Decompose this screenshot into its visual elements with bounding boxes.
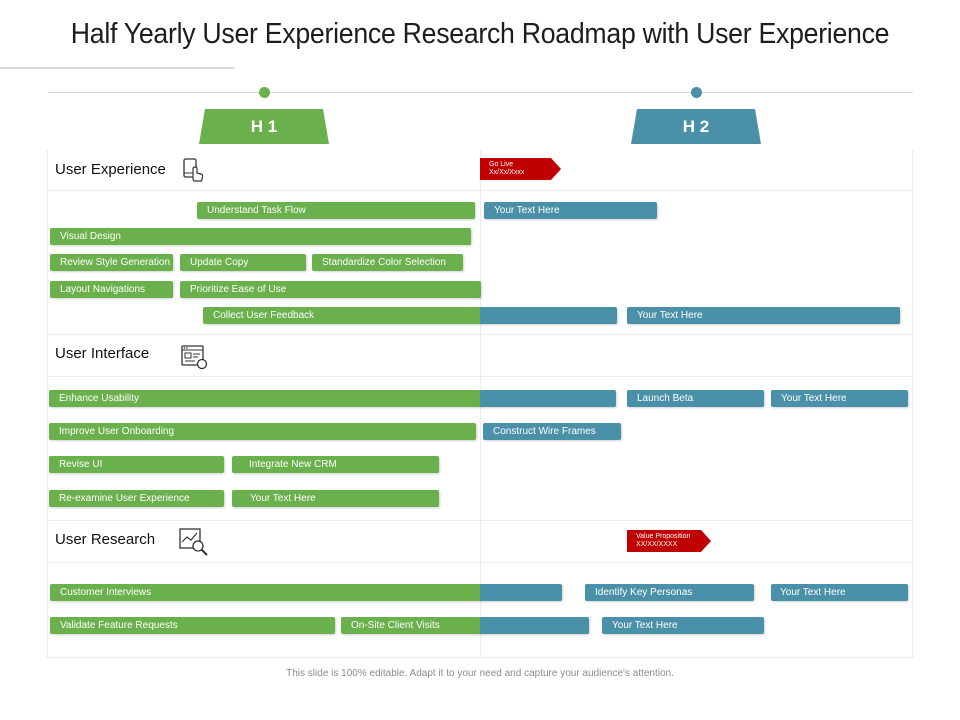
page-title: Half Yearly User Experience Research Roa…	[70, 18, 890, 50]
task-bar-extension	[480, 584, 562, 601]
footer-note: This slide is 100% editable. Adapt it to…	[286, 668, 674, 679]
task-bar: Revise UI	[49, 456, 224, 473]
grid-row-line	[47, 562, 913, 563]
task-bar: Your Text Here	[484, 202, 657, 219]
section-title-user-interface: User Interface	[55, 345, 150, 362]
h2-timeline-dot	[691, 87, 702, 98]
task-bar: Review Style Generation	[50, 254, 173, 271]
task-bar: Customer Interviews	[50, 584, 481, 601]
task-bar: Improve User Onboarding	[49, 423, 476, 440]
task-bar: Identify Key Personas	[585, 584, 754, 601]
task-bar: Update Copy	[180, 254, 306, 271]
touch-screen-icon	[183, 158, 204, 182]
grid-row-line	[47, 334, 913, 335]
section-title-user-research: User Research	[55, 531, 156, 548]
task-bar: Visual Design	[50, 228, 471, 245]
task-bar-extension	[480, 390, 616, 407]
grid-row-line	[47, 376, 913, 377]
milestone-title: Go Live	[489, 161, 514, 168]
task-bar: Standardize Color Selection	[312, 254, 463, 271]
browser-window-icon	[181, 345, 208, 370]
grid-row-line	[47, 190, 913, 191]
grid-right-border	[912, 150, 913, 658]
value-proposition-milestone-flag: Value Proposition XX/XX/XXXX	[627, 530, 711, 552]
task-bar: Your Text Here	[771, 390, 908, 407]
task-bar: Launch Beta	[627, 390, 764, 407]
title-underline	[0, 67, 234, 69]
task-bar: Your Text Here	[771, 584, 908, 601]
milestone-date: Xx/Xx/Xxxx	[489, 169, 525, 176]
task-bar: Collect User Feedback	[203, 307, 481, 324]
phase-h2-header: H 2	[631, 109, 761, 144]
task-bar: Layout Navigations	[50, 281, 173, 298]
task-bar: On-Site Client Visits	[341, 617, 481, 634]
task-bar: Your Text Here	[627, 307, 900, 324]
grid-row-line	[47, 520, 913, 521]
task-bar: Re-examine User Experience	[49, 490, 224, 507]
grid-left-border	[47, 150, 48, 658]
task-bar: Your Text Here	[602, 617, 764, 634]
task-bar: Understand Task Flow	[197, 202, 475, 219]
task-bar: Prioritize Ease of Use	[180, 281, 481, 298]
milestone-title: Value Proposition	[636, 533, 691, 540]
task-bar-extension	[480, 307, 617, 324]
task-bar-extension	[480, 617, 589, 634]
section-title-user-experience: User Experience	[55, 161, 166, 178]
h1-timeline-dot	[259, 87, 270, 98]
phase-h1-header: H 1	[199, 109, 329, 144]
chart-magnifier-icon	[179, 528, 208, 556]
task-bar: Validate Feature Requests	[50, 617, 335, 634]
task-bar: Construct Wire Frames	[483, 423, 621, 440]
task-bar: Your Text Here	[232, 490, 439, 507]
go-live-milestone-flag: Go Live Xx/Xx/Xxxx	[480, 158, 561, 180]
timeline-line	[48, 92, 913, 93]
task-bar: Enhance Usability	[49, 390, 481, 407]
grid-bottom-border	[47, 657, 913, 658]
milestone-date: XX/XX/XXXX	[636, 541, 678, 548]
task-bar: Integrate New CRM	[232, 456, 439, 473]
